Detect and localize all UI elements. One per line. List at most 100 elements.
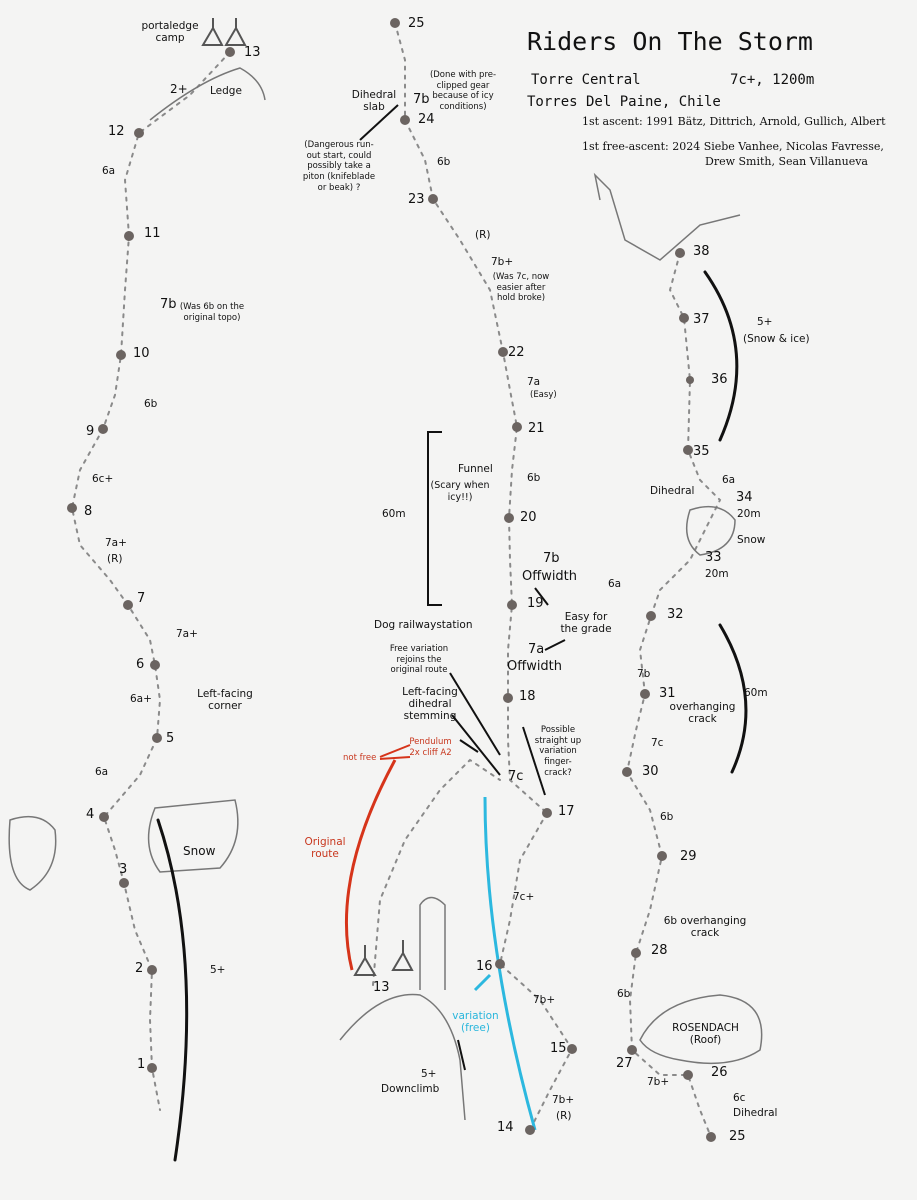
belay-icon bbox=[683, 1070, 693, 1080]
middle-lower-line bbox=[498, 812, 574, 1131]
length-label: 60m bbox=[744, 687, 768, 699]
grade: 6a bbox=[722, 474, 736, 486]
length-label: 60m bbox=[382, 508, 406, 520]
note: (Scary when icy!!) bbox=[430, 480, 490, 503]
feature-label: Funnel bbox=[458, 463, 493, 475]
finger-crack-arrow bbox=[522, 726, 546, 796]
location: Torres Del Paine, Chile bbox=[527, 94, 721, 110]
belay-label: 15 bbox=[550, 1041, 567, 1056]
belay-label: 13 bbox=[244, 45, 261, 60]
not-free-arrow-1 bbox=[379, 744, 411, 758]
note: (Dangerous run-out start, could possibly… bbox=[302, 140, 376, 193]
not-free-label: not free bbox=[343, 753, 377, 763]
grade: 7b+ bbox=[491, 256, 514, 268]
grade: 6b bbox=[660, 811, 674, 823]
note: Possible straight up variation finger-cr… bbox=[534, 725, 582, 778]
grade: 7c+ bbox=[513, 891, 535, 903]
grade: 7b+ bbox=[647, 1076, 670, 1088]
belay-icon bbox=[495, 959, 505, 969]
belay-label: 11 bbox=[144, 226, 161, 241]
belay-icon bbox=[686, 376, 694, 384]
belay-label: 28 bbox=[651, 943, 668, 958]
feature-label: Offwidth bbox=[522, 569, 578, 584]
belay-icon bbox=[119, 878, 129, 888]
grade: 6b bbox=[617, 988, 631, 1000]
easy-grade-arrow-1 bbox=[534, 587, 549, 606]
downclimb-arrow bbox=[457, 1039, 466, 1071]
grade: 6b bbox=[437, 156, 451, 168]
easy-grade-arrow-2 bbox=[544, 639, 566, 651]
grade: 6c bbox=[733, 1092, 746, 1104]
belay-icon bbox=[683, 445, 693, 455]
not-free-arrow-2 bbox=[379, 756, 411, 760]
belay-icon bbox=[525, 1125, 535, 1135]
note: (Was 6b on the original topo) bbox=[179, 302, 245, 323]
note: (Easy) bbox=[530, 390, 557, 400]
length-label: 20m bbox=[737, 508, 761, 520]
belay-icon bbox=[631, 948, 641, 958]
belay-icon bbox=[675, 248, 685, 258]
pendulum-label: Pendulum 2x cliff A2 bbox=[409, 737, 452, 758]
belay-label: 22 bbox=[508, 345, 525, 360]
grade: 7b+ bbox=[533, 994, 556, 1006]
belay-label: 27 bbox=[616, 1056, 633, 1071]
portaledge-icon-3 bbox=[353, 945, 377, 976]
portaledge-icon-2 bbox=[224, 18, 247, 46]
note: (Done with pre-clipped gear because of i… bbox=[429, 70, 497, 112]
belay-label: 38 bbox=[693, 244, 710, 259]
belay-icon bbox=[542, 808, 552, 818]
belay-label: 16 bbox=[476, 959, 493, 974]
belay-label: 4 bbox=[86, 807, 95, 822]
belay-icon bbox=[428, 194, 438, 204]
feature-label: Dihedral bbox=[650, 485, 695, 497]
belay-icon bbox=[147, 1063, 157, 1073]
left-5p-bracket bbox=[156, 818, 189, 1162]
belay-icon bbox=[507, 600, 517, 610]
feature-label: 6b overhanging crack bbox=[663, 915, 747, 940]
pendulum-arrow bbox=[459, 739, 479, 753]
ledge-label: Ledge bbox=[210, 85, 242, 97]
original-route-line bbox=[372, 758, 501, 986]
lower-ridge bbox=[339, 993, 466, 1121]
belay-icon bbox=[123, 600, 133, 610]
runout-mark: (R) bbox=[475, 229, 491, 241]
belay-icon bbox=[67, 503, 77, 513]
belay-label: 14 bbox=[497, 1120, 514, 1135]
first-ascent: 1st ascent: 1991 Bätz, Dittrich, Arnold,… bbox=[582, 115, 886, 128]
belay-icon bbox=[150, 660, 160, 670]
belay-label: 37 bbox=[693, 312, 710, 327]
feature-label: Dog railwaystation bbox=[374, 619, 473, 631]
belay-label: 35 bbox=[693, 444, 710, 459]
belay-label: 12 bbox=[108, 124, 125, 139]
note: (Was 7c, now easier after hold broke) bbox=[492, 272, 550, 304]
grade: 6a+ bbox=[130, 693, 152, 705]
belay-label: 23 bbox=[408, 192, 425, 207]
belay-label: 20 bbox=[520, 510, 537, 525]
belay-icon bbox=[622, 767, 632, 777]
grade: 7a bbox=[528, 642, 545, 657]
grade: 2+ bbox=[170, 82, 188, 96]
feature-label: Dihedral bbox=[733, 1107, 778, 1119]
snow-label: Snow bbox=[183, 844, 216, 858]
belay-label: 30 bbox=[642, 764, 659, 779]
grade: 5+ bbox=[757, 316, 773, 328]
note: Left-facing dihedral stemming bbox=[402, 686, 458, 723]
belay-label: 13 bbox=[373, 980, 390, 995]
feature-label: Offwidth bbox=[507, 659, 563, 674]
belay-label: 31 bbox=[659, 686, 676, 701]
dihedral-arrow bbox=[451, 714, 501, 776]
feature-label: Left-facing corner bbox=[197, 688, 253, 713]
tower-outline bbox=[419, 896, 446, 990]
free-variation-line bbox=[483, 796, 537, 1131]
route-title: Riders On The Storm bbox=[527, 27, 813, 56]
grade: 7c bbox=[651, 737, 664, 749]
grade: 6a bbox=[102, 165, 116, 177]
belay-icon bbox=[147, 965, 157, 975]
belay-label: 5 bbox=[166, 731, 175, 746]
belay-icon bbox=[640, 689, 650, 699]
belay-label: 25 bbox=[408, 16, 425, 31]
grade: 7b bbox=[543, 551, 560, 566]
snow-patch-far-left bbox=[8, 815, 57, 891]
feature-label: Downclimb bbox=[381, 1083, 440, 1095]
